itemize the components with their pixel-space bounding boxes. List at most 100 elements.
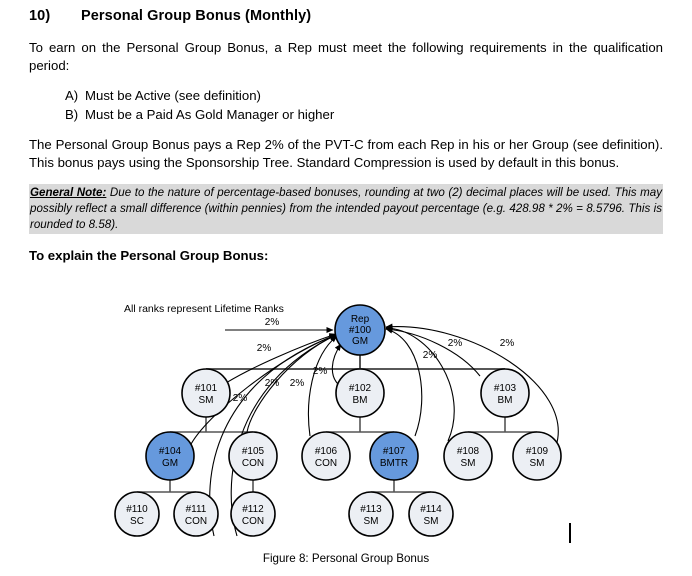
percent-labels: 2% 2% 2% 2% 2% 2% 2% 2% 2% <box>233 317 515 404</box>
node-circle[interactable] <box>512 431 562 481</box>
node-110[interactable]: #110 SC <box>114 491 160 537</box>
node-line2: #103 <box>494 383 517 394</box>
node-circle[interactable] <box>369 431 419 481</box>
sponsorship-tree-diagram: All ranks represent Lifetime Ranks <box>114 303 562 537</box>
node-line2: #109 <box>526 446 549 457</box>
node-circle[interactable] <box>334 304 386 356</box>
explain-heading: To explain the Personal Group Bonus: <box>29 248 269 264</box>
node-101[interactable]: #101 SM <box>181 368 231 418</box>
node-line2: #113 <box>360 504 382 515</box>
body-paragraph: The Personal Group Bonus pays a Rep 2% o… <box>29 137 663 171</box>
flow-arrow-108 <box>385 325 455 442</box>
page-title: 10) Personal Group Bonus (Monthly) <box>29 8 663 25</box>
percent-label: 2% <box>290 378 305 389</box>
node-108[interactable]: #108 SM <box>443 431 493 481</box>
node-circle[interactable] <box>335 368 385 418</box>
node-107[interactable]: #107 BMTR <box>369 431 419 481</box>
node-line3: CON <box>315 458 337 469</box>
node-112[interactable]: #112 CON <box>230 491 276 537</box>
node-line2: #114 <box>420 504 442 515</box>
node-circle[interactable] <box>301 431 351 481</box>
text-cursor <box>569 523 571 543</box>
flow-arrow-101 <box>225 333 337 384</box>
percent-label: 2% <box>233 393 248 404</box>
list-item: A) Must be Active (see definition) <box>65 87 663 106</box>
list-item: B) Must be a Paid As Gold Manager or high… <box>65 106 663 125</box>
node-line3: SM <box>461 458 476 469</box>
figure-personal-group-bonus: All ranks represent Lifetime Ranks <box>0 296 692 576</box>
flow-arrow-102 <box>331 343 342 385</box>
percent-label: 2% <box>265 317 280 328</box>
node-line2: #111 <box>186 504 207 515</box>
node-105[interactable]: #105 CON <box>228 431 278 481</box>
flow-arrow-106 <box>307 335 338 437</box>
node-line1: Rep <box>351 314 370 325</box>
percent-label: 2% <box>257 343 272 354</box>
node-line3: CON <box>185 516 207 527</box>
flow-arrow-103 <box>385 326 481 377</box>
tree-nodes: Rep #100 GM #101 SM #102 BM #103 <box>114 304 562 537</box>
node-line2: #106 <box>315 446 338 457</box>
flow-arrow-107 <box>385 327 423 437</box>
general-note: General Note: Due to the nature of perce… <box>29 184 663 235</box>
node-111[interactable]: #111 CON <box>173 491 219 537</box>
general-note-label: General Note: <box>30 186 107 200</box>
section-title-text: Personal Group Bonus (Monthly) <box>81 8 312 24</box>
node-line3: BM <box>498 395 513 406</box>
list-item-text: Must be a Paid As Gold Manager or higher <box>85 106 335 122</box>
node-100[interactable]: Rep #100 GM <box>334 304 386 356</box>
node-line2: #102 <box>349 383 372 394</box>
document-body: 10) Personal Group Bonus (Monthly) To ear… <box>29 8 663 269</box>
percent-label: 2% <box>448 338 463 349</box>
node-line3: SM <box>424 516 439 527</box>
percent-label: 2% <box>265 378 280 389</box>
node-line2: #107 <box>383 446 406 457</box>
list-item-text: Must be Active (see definition) <box>85 88 261 104</box>
figure-caption: Figure 8: Personal Group Bonus <box>262 552 430 565</box>
percent-label: 2% <box>423 350 438 361</box>
node-circle[interactable] <box>145 431 195 481</box>
node-103[interactable]: #103 BM <box>480 368 530 418</box>
node-line2: #104 <box>159 446 182 457</box>
node-circle[interactable] <box>173 491 219 537</box>
intro-paragraph: To earn on the Personal Group Bonus, a R… <box>29 40 663 74</box>
node-line2: #105 <box>242 446 265 457</box>
percent-label: 2% <box>500 338 515 349</box>
node-106[interactable]: #106 CON <box>301 431 351 481</box>
node-circle[interactable] <box>480 368 530 418</box>
node-line3: SM <box>199 395 214 406</box>
node-102[interactable]: #102 BM <box>335 368 385 418</box>
requirements-list: A) Must be Active (see definition) B) Must… <box>29 87 663 124</box>
node-line2: #100 <box>349 325 372 336</box>
node-line3: SC <box>130 516 144 527</box>
node-circle[interactable] <box>348 491 394 537</box>
list-item-marker: A) <box>65 88 79 104</box>
node-line3: GM <box>352 336 368 347</box>
percent-label: 2% <box>313 366 328 377</box>
node-104[interactable]: #104 GM <box>145 431 195 481</box>
node-circle[interactable] <box>408 491 454 537</box>
node-circle[interactable] <box>181 368 231 418</box>
node-line3: SM <box>364 516 379 527</box>
node-113[interactable]: #113 SM <box>348 491 394 537</box>
general-note-text: Due to the nature of percentage-based bo… <box>30 186 662 232</box>
node-line3: CON <box>242 458 264 469</box>
list-item-marker: B) <box>65 106 79 122</box>
node-line3: BMTR <box>380 458 408 469</box>
node-circle[interactable] <box>443 431 493 481</box>
node-circle[interactable] <box>230 491 276 537</box>
flow-arrow-109 <box>385 323 559 447</box>
node-line3: GM <box>162 458 178 469</box>
figure-annotation: All ranks represent Lifetime Ranks <box>124 303 284 315</box>
node-circle[interactable] <box>114 491 160 537</box>
node-109[interactable]: #109 SM <box>512 431 562 481</box>
node-line3: BM <box>353 395 368 406</box>
node-circle[interactable] <box>228 431 278 481</box>
node-line2: #112 <box>242 504 264 515</box>
node-line2: #101 <box>195 383 218 394</box>
section-number: 10) <box>29 8 51 24</box>
node-line3: SM <box>530 458 545 469</box>
node-114[interactable]: #114 SM <box>408 491 454 537</box>
node-line2: #110 <box>126 504 148 515</box>
